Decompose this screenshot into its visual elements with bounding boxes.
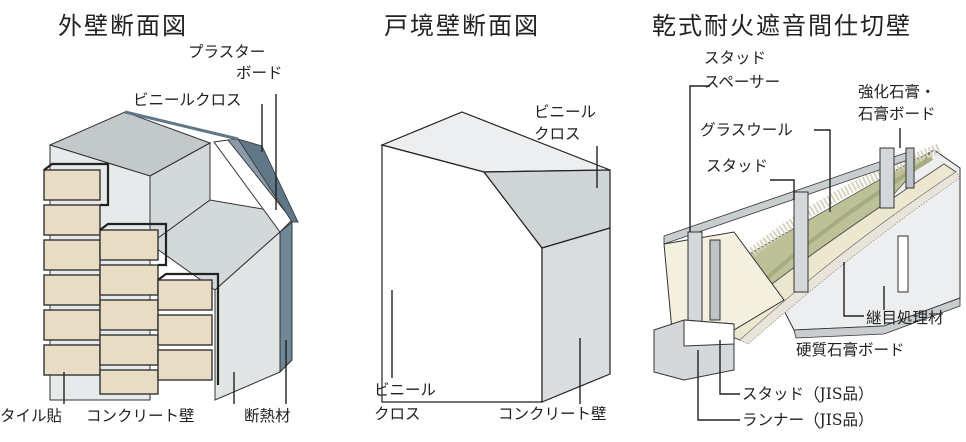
insulation-label: 断熱材 [244, 407, 291, 425]
dry-partition-diagram [653, 85, 961, 421]
joint-treatment-strip [897, 235, 909, 293]
tile-label: タイル貼 [0, 407, 63, 425]
stud-members [687, 147, 915, 333]
runner-inner [683, 319, 735, 347]
exterior-wall-section-panel: 外壁断面図 [0, 0, 322, 442]
stud-jis-label: スタッド（JIS品） [742, 385, 874, 403]
party-wall-diagram [380, 111, 611, 404]
glass-wool-label: グラスウール [700, 121, 793, 139]
party-wall-section-panel: 戸境壁断面図 ビニール クロス ビニール クロス コンクリート壁 [322, 0, 644, 442]
concrete-wall-label: コンクリート壁 [86, 407, 195, 425]
party-concrete-wall-label: コンクリート壁 [498, 405, 607, 423]
plaster-board-label-line1: プラスター [188, 43, 266, 61]
back-board-bottom [793, 297, 961, 339]
stud-label: スタッド [706, 157, 769, 175]
vinyl-cloth-bottom-label-line2: クロス [374, 405, 421, 423]
vinyl-cloth-top-label-line2: クロス [534, 125, 581, 143]
dry-partition-title: 乾式耐火遮音間仕切壁 [652, 12, 912, 40]
party-wall-title: 戸境壁断面図 [384, 12, 540, 40]
dry-partition-wall-panel: 乾式耐火遮音間仕切壁 [644, 0, 966, 442]
vinyl-top-edge [124, 110, 239, 141]
plaster-board-label-line2: ボード [236, 64, 283, 82]
tile-cladding [43, 162, 220, 395]
hard-gypsum-label: 硬質石膏ボード [796, 341, 905, 359]
exterior-wall-title: 外壁断面図 [58, 12, 188, 40]
stud-spacer-label-line1: スタッド [704, 49, 767, 67]
stud-spacer-label-line2: スペーサー [704, 73, 781, 91]
party-wall-side-face [541, 227, 611, 403]
vinyl-cloth-bottom-label-line1: ビニール [374, 381, 437, 399]
exterior-wall-diagram [43, 94, 300, 404]
vinyl-cloth-label: ビニールクロス [133, 91, 242, 109]
reinforced-gypsum-label-line1: 強化石膏・ [858, 83, 936, 101]
joint-treatment-label: 継目処理材 [866, 309, 944, 327]
runner-jis-label: ランナー（JIS品） [742, 411, 874, 429]
vinyl-cloth-top-label-line1: ビニール [534, 103, 597, 121]
reinforced-gypsum-label-line2: 石膏ボード [858, 105, 936, 123]
insulation-top [237, 138, 299, 223]
insulation-layer [279, 220, 293, 374]
